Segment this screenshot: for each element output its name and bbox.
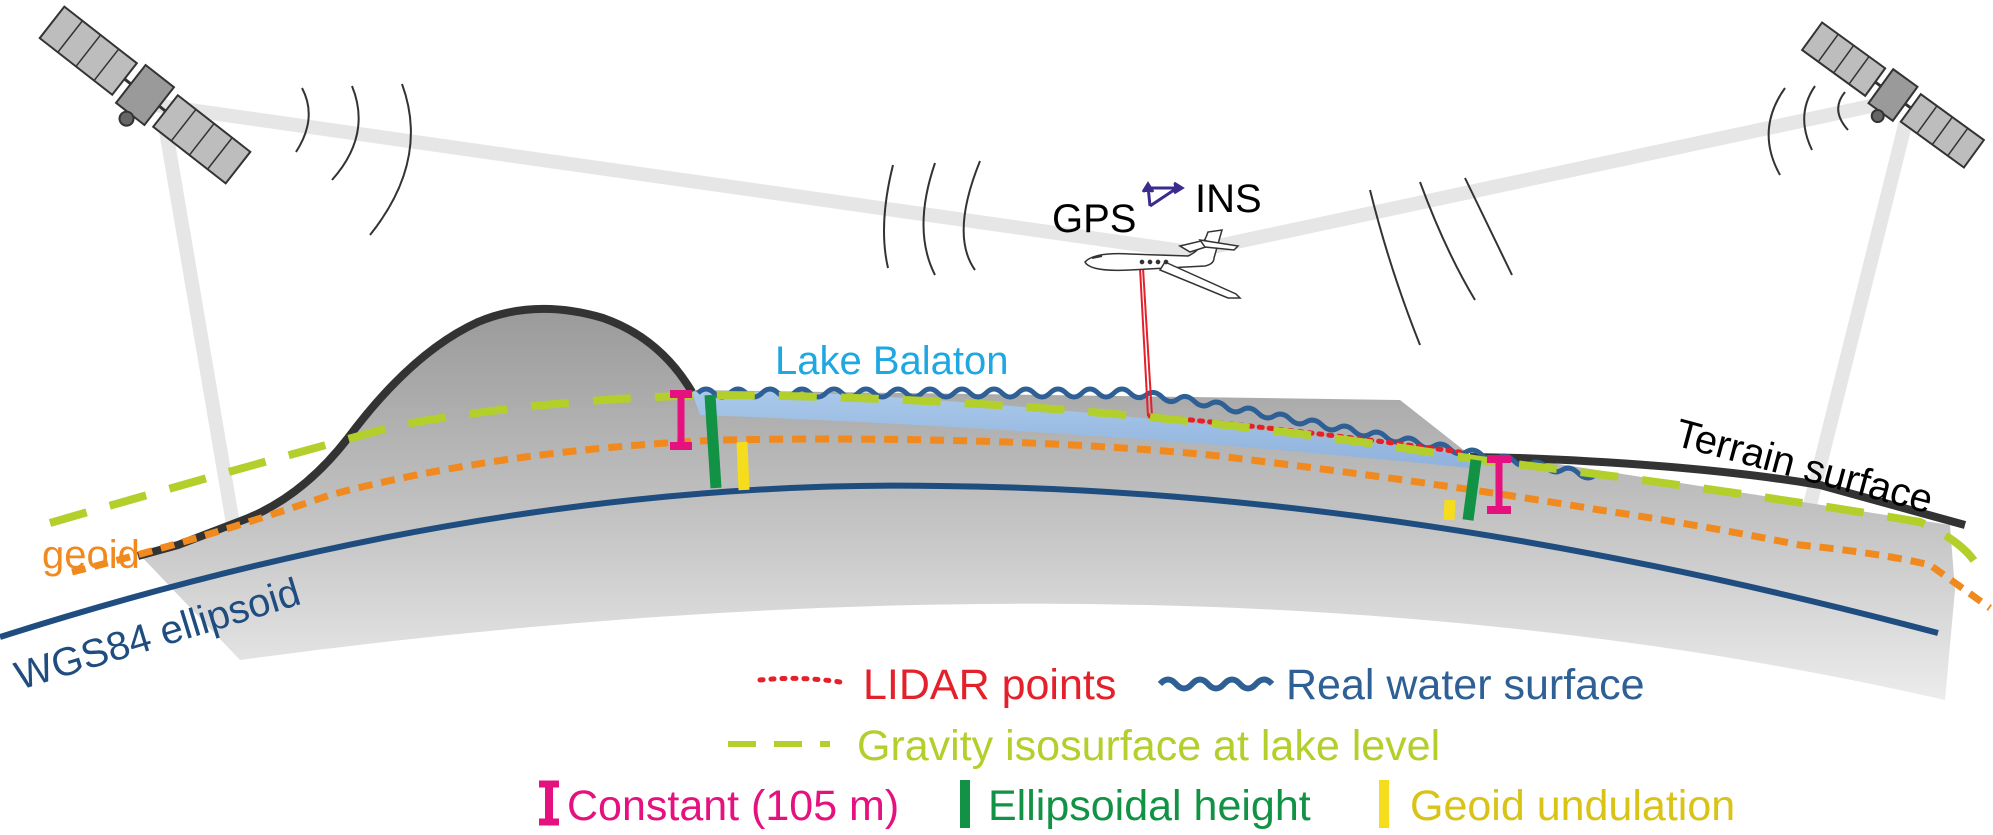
gps-label: GPS [1052, 197, 1136, 241]
ground-body [140, 309, 1955, 700]
water-swatch [1157, 676, 1275, 692]
measure-left [670, 390, 750, 491]
legend-row-3: Constant (105 m) Ellipsoidal height Geoi… [539, 780, 1735, 830]
legend-gravity-label: Gravity isosurface at lake level [857, 722, 1440, 770]
geoid-label: geoid [42, 533, 140, 577]
lidar-beam [1139, 267, 1153, 417]
legend-undulation-label: Geoid undulation [1410, 782, 1735, 830]
lidar-swatch [757, 675, 843, 685]
geoid-undulation-bar-left [736, 441, 750, 491]
legend-row-2: Gravity isosurface at lake level [728, 722, 1440, 770]
legend-water-label: Real water surface [1286, 661, 1645, 709]
constant-bar-left [670, 390, 692, 450]
satellite-icon [1800, 21, 1986, 169]
radio-waves [295, 83, 1849, 346]
gravity-isosurface-line [48, 390, 1979, 565]
airplane-icon [1084, 229, 1242, 299]
legend-ellipsoidal-label: Ellipsoidal height [988, 782, 1311, 830]
lake-water [692, 391, 1470, 468]
ellipsoid-line [0, 482, 1939, 640]
terrain-line [136, 304, 696, 560]
legend-lidar-label: LIDAR points [863, 661, 1116, 709]
satellite-icon [38, 5, 252, 185]
terrain-line-right [1469, 453, 1967, 529]
legend-row-1: LIDAR points Real water surface [757, 661, 1645, 709]
ellipsoidal-height-bar-right [1462, 459, 1482, 521]
legend-constant-label: Constant (105 m) [567, 782, 899, 830]
geoid-undulation-bar-right [1443, 499, 1456, 521]
geoid-line [71, 435, 1993, 611]
constant-swatch [539, 780, 559, 826]
constant-bar-right [1487, 455, 1511, 514]
legend: LIDAR points Real water surface Gravity … [539, 661, 1735, 830]
ins-label: INS [1195, 177, 1262, 221]
measure-right [1443, 455, 1511, 521]
ins-axes-icon [1141, 181, 1185, 208]
ellipsoidal-height-bar-left [704, 394, 722, 489]
lake-label: Lake Balaton [775, 339, 1009, 383]
